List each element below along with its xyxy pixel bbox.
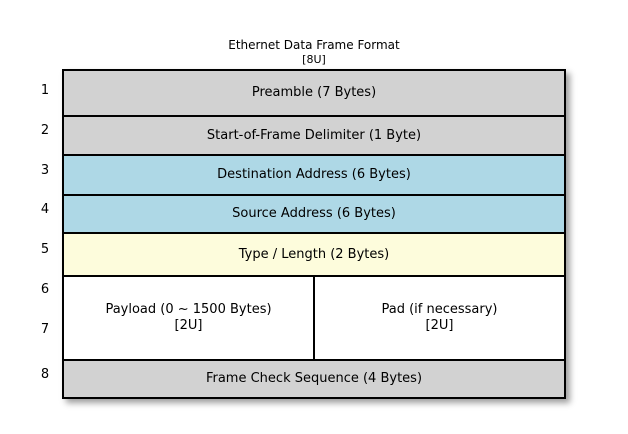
frame-field-pad-label: Pad (if necessary) [381, 302, 498, 317]
ethernet-frame-table: Preamble (7 Bytes) Start-of-Frame Delimi… [62, 69, 566, 399]
row-number-1: 1 [40, 83, 50, 98]
row-number-2: 2 [40, 123, 50, 138]
frame-field-frame-check-sequence-label: Frame Check Sequence (4 Bytes) [205, 371, 423, 386]
frame-field-preamble: Preamble (7 Bytes) [64, 71, 564, 117]
frame-field-type-length: Type / Length (2 Bytes) [64, 234, 564, 277]
frame-field-start-of-frame-delimiter-label: Start-of-Frame Delimiter (1 Byte) [206, 127, 422, 143]
frame-field-payload-pad-row: Payload (0 ~ 1500 Bytes) [2U] Pad (if ne… [64, 277, 564, 361]
row-number-4: 4 [40, 202, 50, 217]
row-number-3: 3 [40, 163, 50, 178]
diagram-title-block: Ethernet Data Frame Format [8U] [62, 38, 566, 67]
row-number-7: 7 [40, 322, 50, 337]
frame-field-payload: Payload (0 ~ 1500 Bytes) [2U] [64, 277, 315, 359]
page-title: Ethernet Data Frame Format [228, 38, 400, 52]
frame-field-pad-text: Pad (if necessary) [2U] [381, 286, 497, 350]
row-number-8: 8 [40, 367, 50, 382]
frame-field-payload-sublabel: [2U] [174, 318, 203, 333]
row-number-6: 6 [40, 282, 50, 297]
frame-field-payload-label: Payload (0 ~ 1500 Bytes) [105, 302, 272, 317]
frame-field-type-length-label: Type / Length (2 Bytes) [238, 246, 390, 262]
row-number-gutter: 1 2 3 4 5 6 7 8 [30, 69, 60, 399]
frame-field-payload-text: Payload (0 ~ 1500 Bytes) [2U] [105, 286, 271, 350]
frame-field-source-address: Source Address (6 Bytes) [64, 196, 564, 234]
frame-field-start-of-frame-delimiter: Start-of-Frame Delimiter (1 Byte) [64, 117, 564, 156]
frame-field-destination-address: Destination Address (6 Bytes) [64, 156, 564, 196]
frame-field-source-address-label: Source Address (6 Bytes) [232, 206, 396, 221]
frame-field-destination-address-label: Destination Address (6 Bytes) [217, 167, 411, 182]
frame-field-pad: Pad (if necessary) [2U] [315, 277, 564, 359]
row-number-5: 5 [40, 242, 50, 257]
frame-field-pad-sublabel: [2U] [425, 318, 454, 333]
frame-field-frame-check-sequence: Frame Check Sequence (4 Bytes) [64, 361, 564, 397]
page-title-subscript: [8U] [302, 53, 326, 66]
frame-field-preamble-label: Preamble (7 Bytes) [251, 85, 377, 100]
